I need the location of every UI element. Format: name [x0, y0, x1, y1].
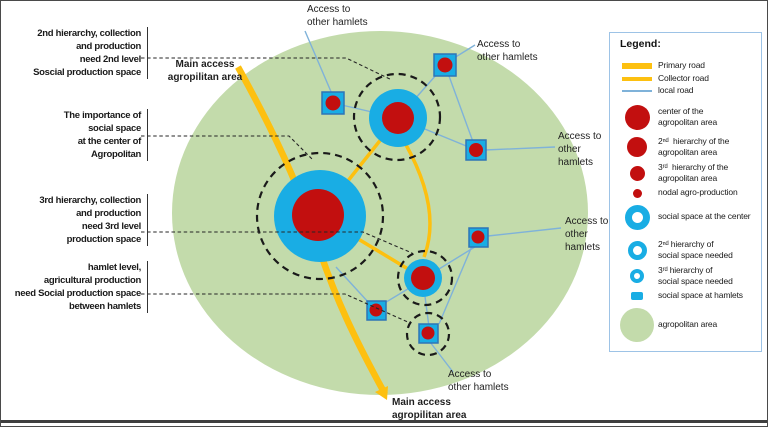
- second-node-circle: [382, 102, 414, 134]
- collector-road-swatch: [616, 77, 658, 81]
- annotation-pointers: [141, 57, 413, 324]
- third-hierarchy-node: [404, 259, 442, 297]
- access-label-upper-right: Access to other hamlets: [477, 39, 538, 63]
- pointer-hamlet-level: [141, 293, 411, 324]
- annotation-hamlet-level: hamlet level, agricultural production ne…: [3, 261, 148, 313]
- third-hierarchy-node-icon: [616, 165, 658, 181]
- dashed-circle-2nd: [352, 72, 442, 162]
- social-space-hamlets-icon: [616, 292, 658, 300]
- local-road: [484, 146, 556, 151]
- social-space-center-icon: [616, 204, 658, 230]
- agropolitan-area-ellipse: [172, 31, 588, 395]
- legend-item-primary-road: Primary road: [616, 59, 759, 73]
- pointer-social-space-center: [141, 135, 314, 161]
- local-road: [453, 44, 476, 59]
- center-node-icon: [616, 104, 658, 130]
- nodal-agro-production-dot: [325, 95, 341, 111]
- legend-item-collector-road: Collector road: [616, 72, 759, 86]
- annotation-2nd-hierarchy: 2nd hierarchy, collection and production…: [3, 27, 148, 79]
- legend-item-label: social space at hamlets: [658, 290, 743, 301]
- nodal-agro-production-dot: [469, 143, 483, 157]
- legend-item-label: nodal agro-production: [658, 187, 738, 198]
- local-road-swatch: [616, 90, 658, 92]
- legend-item-label: 3ʳᵈ hierarchy of the agropolitan area: [658, 161, 729, 184]
- local-road: [487, 227, 562, 237]
- legend-item-2nd-hierarchy: 2ⁿᵈ hierarchy of the agropolitan area: [616, 133, 759, 161]
- nodal-agro-production-dot: [437, 57, 453, 73]
- legend-item-social-hamlets: social space at hamlets: [616, 289, 759, 303]
- legend-title: Legend:: [620, 38, 661, 50]
- legend-item-label: center of the agropolitan area: [658, 105, 718, 128]
- main-access-label-bottom: Main access agropilitan area: [392, 397, 467, 421]
- legend-item-label: local road: [658, 85, 694, 96]
- access-label-bottom: Access to other hamlets: [448, 369, 509, 393]
- nodal-agro-production-icon: [616, 188, 658, 198]
- center-node: [274, 170, 366, 262]
- local-road: [438, 245, 473, 325]
- legend-item-social-center: social space at the center: [616, 204, 759, 230]
- legend-item-label: Collector road: [658, 73, 709, 84]
- local-road: [444, 64, 477, 151]
- nodal-agro-production-dot: [421, 326, 435, 340]
- legend-item-label: Primary road: [658, 60, 705, 71]
- second-hierarchy-node: [369, 89, 427, 147]
- main-access-label-top: Main access agropilitan area: [167, 59, 243, 83]
- dashed-circle-hamlet: [405, 311, 451, 357]
- primary-road-arrowhead: [375, 386, 388, 400]
- dashed-circle-3rd: [396, 249, 454, 307]
- social-space-3rd-icon: [616, 269, 658, 283]
- legend-panel: Legend: Primary road Collector road loca…: [609, 32, 762, 352]
- legend-item-agropolitan-area: agropolitan area: [616, 305, 759, 345]
- agropolitan-area-icon: [616, 308, 658, 342]
- hierarchy-dashed-circles: [255, 72, 454, 357]
- annotation-3rd-hierarchy: 3rd hierarchy, collection and production…: [3, 194, 148, 246]
- legend-item-local-road: local road: [616, 84, 759, 98]
- annotation-social-space: The importance of social space at the ce…: [3, 109, 148, 161]
- primary-road-swatch: [616, 63, 658, 69]
- legend-item-nodal: nodal agro-production: [616, 186, 759, 200]
- legend-item-social-2nd: 2ⁿᵈ hierarchy of social space needed: [616, 236, 759, 264]
- legend-item-3rd-hierarchy: 3ʳᵈ hierarchy of the agropolitan area: [616, 159, 759, 187]
- second-hierarchy-node-icon: [616, 137, 658, 157]
- local-road: [335, 266, 370, 304]
- access-label-top: Access to other hamlets: [307, 4, 368, 28]
- legend-item-label: agropolitan area: [658, 319, 718, 330]
- legend-item-label: 3ʳᵈ hierarchy of social space needed: [658, 264, 733, 287]
- third-node-circle: [411, 266, 435, 290]
- legend-item-social-3rd: 3ʳᵈ hierarchy of social space needed: [616, 262, 759, 290]
- center-node-circle: [292, 189, 344, 241]
- access-label-mid-right: Access to other hamlets: [565, 216, 609, 253]
- legend-item-label: 2ⁿᵈ hierarchy of the agropolitan area: [658, 135, 730, 158]
- social-space-2nd-icon: [616, 240, 658, 260]
- legend-item-label: 2ⁿᵈ hierarchy of social space needed: [658, 238, 733, 261]
- figure-bottom-border: [1, 420, 767, 423]
- pointer-3rd-hierarchy: [141, 231, 413, 254]
- pointer-2nd-hierarchy: [141, 57, 393, 81]
- access-label-right: Access to other hamlets: [558, 131, 602, 168]
- hamlet-nodes: [321, 53, 489, 344]
- nodal-agro-production-dot: [471, 230, 485, 244]
- dashed-circle-center: [255, 151, 385, 281]
- legend-item-label: social space at the center: [658, 211, 751, 222]
- local-road: [429, 341, 454, 373]
- legend-item-center: center of the agropolitan area: [616, 103, 759, 131]
- local-road: [304, 30, 333, 95]
